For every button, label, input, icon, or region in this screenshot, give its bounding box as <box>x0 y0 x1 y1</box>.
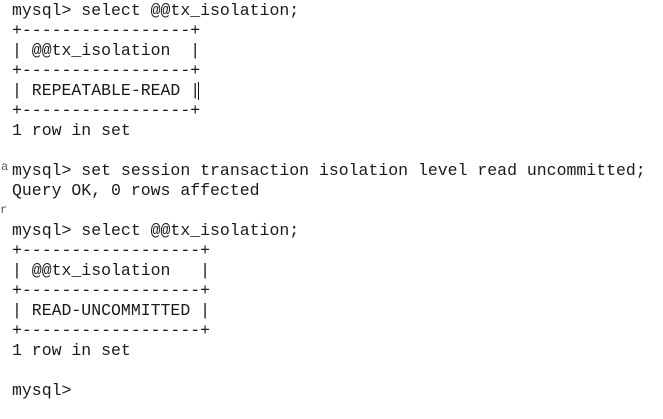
terminal-line-set-session: mysql> set session transaction isolation… <box>12 161 646 180</box>
terminal-line-select-2: mysql> select @@tx_isolation; <box>12 221 300 240</box>
query-ok-message: Query OK, 0 rows affected <box>12 181 260 200</box>
table-border-mid-2: +------------------+ <box>12 281 211 300</box>
table-header-1: | @@tx_isolation | <box>12 41 201 60</box>
text-cursor <box>198 82 199 100</box>
terminal-line-select-1: mysql> select @@tx_isolation; <box>12 1 300 20</box>
table-border-bottom-1: +-----------------+ <box>12 101 201 120</box>
table-border-bottom-2: +------------------+ <box>12 321 211 340</box>
table-border-top-2: +------------------+ <box>12 241 211 260</box>
stray-char-r: r <box>0 203 8 217</box>
table-border-mid-1: +-----------------+ <box>12 61 201 80</box>
table-header-2: | @@tx_isolation | <box>12 261 211 280</box>
terminal-prompt[interactable]: mysql> <box>12 381 72 400</box>
stray-char-a: a <box>1 160 9 174</box>
result-rowcount-1: 1 row in set <box>12 121 131 140</box>
table-value-1: | REPEATABLE-READ | <box>12 81 201 100</box>
table-value-2: | READ-UNCOMMITTED | <box>12 301 211 320</box>
result-rowcount-2: 1 row in set <box>12 341 131 360</box>
table-border-top-1: +-----------------+ <box>12 21 201 40</box>
